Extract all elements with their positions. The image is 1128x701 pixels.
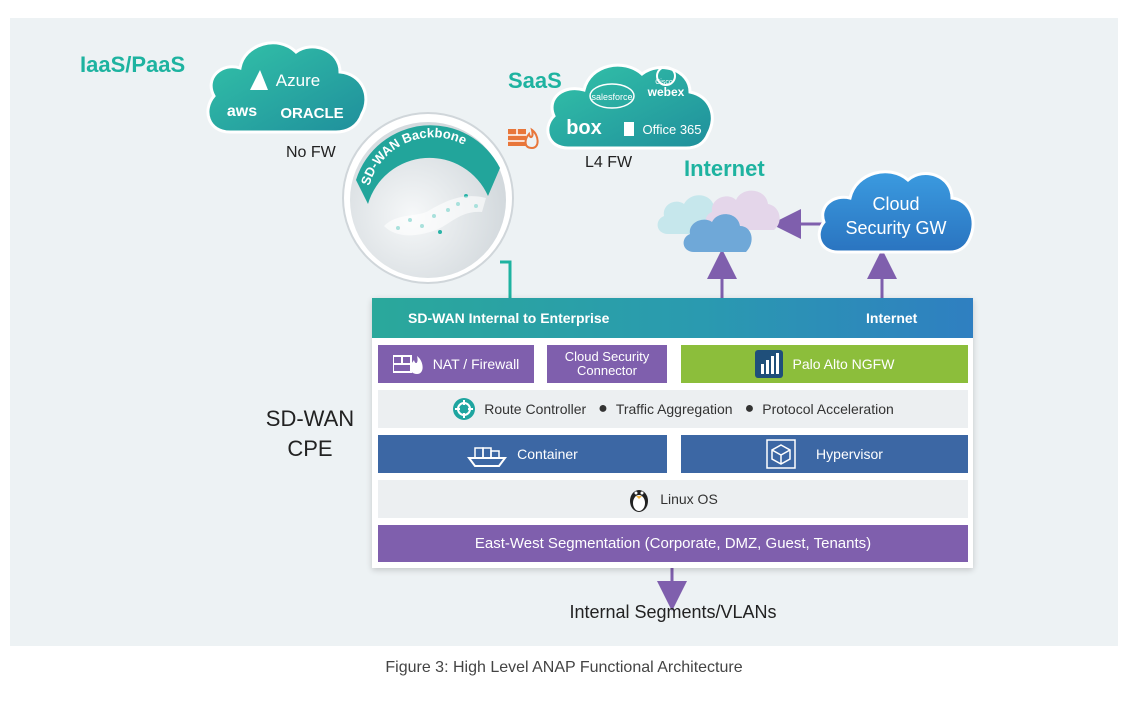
box-logo: box: [566, 117, 602, 139]
cpe-label-line2: CPE: [287, 436, 333, 461]
figure-caption: Figure 3: High Level ANAP Functional Arc…: [385, 659, 743, 676]
hypervisor-label: Hypervisor: [816, 446, 883, 462]
segmentation-label: East-West Segmentation (Corporate, DMZ, …: [474, 535, 872, 552]
saas-cloud: salesforce Cisco webex box Office 365: [546, 63, 714, 150]
route-controller-icon: [453, 398, 476, 420]
container-ship-icon: [467, 447, 508, 467]
container-label: Container: [517, 446, 578, 462]
sdwan-cpe-stack: SD-WAN Internal to Enterprise Internet N…: [372, 298, 973, 568]
saas-fw-label: L4 FW: [585, 154, 633, 171]
salesforce-logo: salesforce: [591, 92, 632, 102]
cloud-security-gw: Cloud Security GW: [817, 170, 975, 254]
cpe-label: SD-WAN CPE: [260, 404, 360, 464]
azure-logo: Azure: [276, 71, 320, 90]
saas-title: SaaS: [508, 68, 562, 93]
csc-line1: Cloud Security: [564, 349, 650, 364]
traffic-aggregation-label: Traffic Aggregation: [615, 401, 733, 417]
cloud-gw-line2: Security GW: [845, 218, 946, 238]
nat-firewall-block: NAT / Firewall: [378, 345, 534, 383]
palo-alto-icon: [754, 350, 783, 378]
cisco-logo: Cisco: [655, 79, 673, 86]
cpe-label-line1: SD-WAN: [265, 406, 355, 431]
linux-penguin-icon: [630, 490, 649, 512]
header-internal-label: SD-WAN Internal to Enterprise: [408, 310, 610, 326]
bullet-dot: ●: [598, 400, 608, 417]
iaas-cloud: Azure aws ORACLE: [206, 41, 368, 134]
oracle-logo: ORACLE: [280, 105, 343, 122]
bullet-dot: ●: [744, 400, 755, 417]
iaas-fw-label: No FW: [286, 144, 336, 161]
webex-logo: webex: [647, 85, 685, 99]
palo-alto-label: Palo Alto NGFW: [792, 356, 895, 372]
cloud-gw-line1: Cloud: [872, 194, 919, 214]
route-controller-label: Route Controller: [484, 401, 587, 417]
cloud-security-connector-block: Cloud Security Connector: [547, 345, 667, 383]
segmentation-block: East-West Segmentation (Corporate, DMZ, …: [378, 525, 968, 562]
linux-os-label: Linux OS: [660, 491, 718, 507]
hypervisor-icon: [766, 439, 796, 469]
cpe-header: SD-WAN Internal to Enterprise Internet: [372, 298, 973, 338]
sdwan-backbone-globe: SD-WAN Backbone: [342, 112, 514, 284]
firewall-icon: [508, 127, 539, 150]
protocol-acceleration-label: Protocol Acceleration: [762, 401, 894, 417]
container-block: Container: [378, 435, 667, 473]
nat-firewall-label: NAT / Firewall: [432, 356, 520, 372]
office-logo: Office 365: [642, 122, 701, 137]
aws-logo: aws: [227, 103, 257, 120]
palo-alto-ngfw-block: Palo Alto NGFW: [681, 345, 968, 383]
linux-os-block: Linux OS: [378, 480, 968, 518]
hypervisor-block: Hypervisor: [681, 435, 968, 473]
firewall-icon: [392, 355, 423, 374]
csc-line2: Connector: [577, 363, 637, 378]
routing-services-block: Route Controller ● Traffic Aggregation ●…: [378, 390, 968, 428]
internet-title: Internet: [684, 156, 765, 181]
azure-icon: [250, 70, 268, 90]
backbone-connector: [500, 260, 512, 298]
header-internet-label: Internet: [866, 310, 918, 326]
internet-clouds-icon: [657, 190, 780, 252]
internal-segments-label: Internal Segments/VLANs: [569, 602, 777, 622]
iaas-title: IaaS/PaaS: [80, 52, 186, 77]
